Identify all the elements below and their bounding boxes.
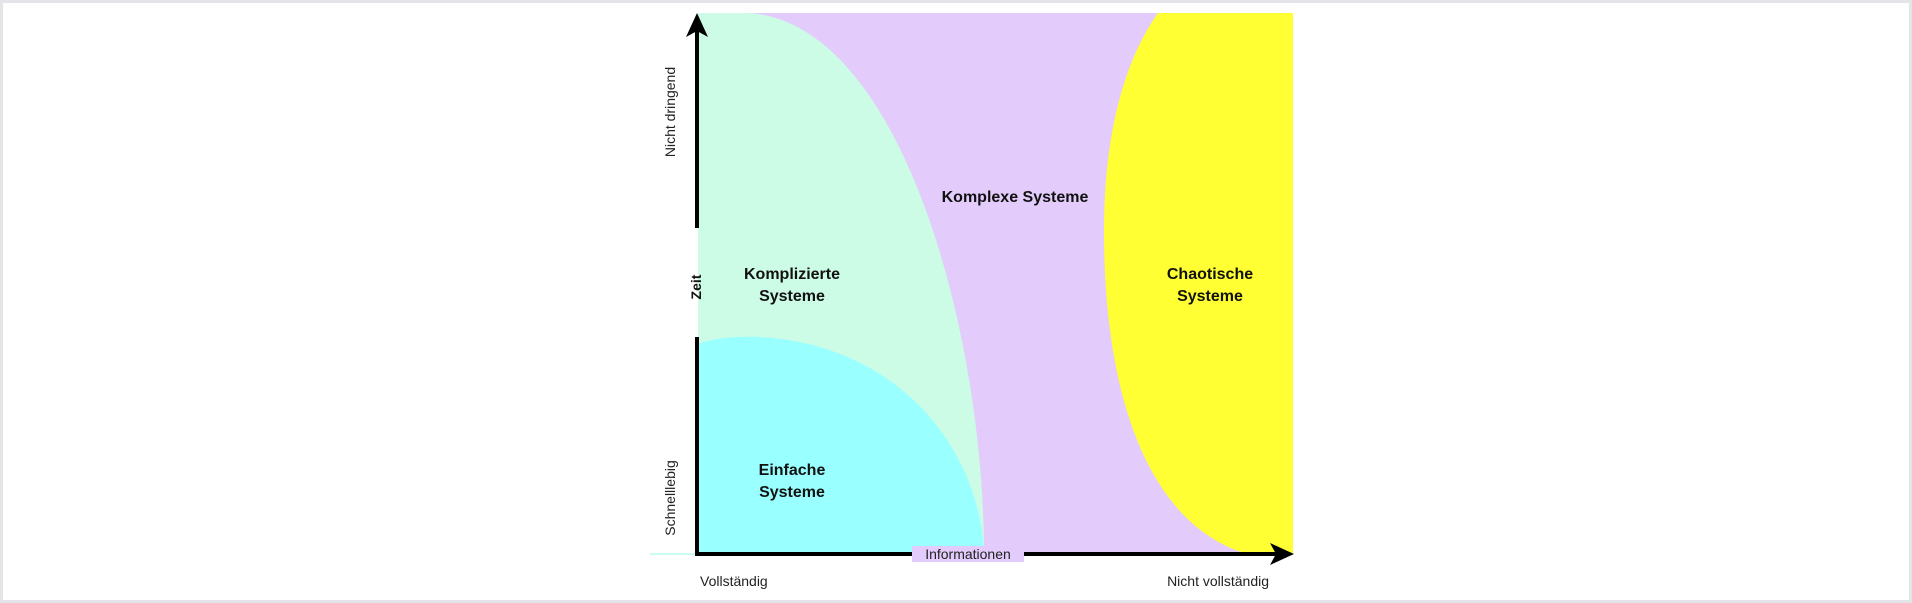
x-axis-title: Informationen <box>925 546 1011 562</box>
label-simple-2: Systeme <box>759 484 825 501</box>
x-axis-right-label: Nicht vollständig <box>1167 573 1269 589</box>
label-complex: Komplexe Systeme <box>942 189 1089 206</box>
label-chaotic-1: Chaotische <box>1167 266 1253 283</box>
x-axis-left-label: Vollständig <box>700 573 768 589</box>
y-axis-top-label: Nicht dringend <box>662 67 678 157</box>
y-axis-arrow-icon <box>686 13 708 37</box>
chaotic-region <box>1104 13 1293 554</box>
label-complicated-1: Komplizierte <box>744 266 840 283</box>
simple-region <box>698 336 984 554</box>
label-chaotic-2: Systeme <box>1177 288 1243 305</box>
y-axis-title: Zeit <box>688 274 704 299</box>
label-complicated-2: Systeme <box>759 288 825 305</box>
x-axis-title-bg <box>912 546 1024 562</box>
label-simple-1: Einfache <box>759 462 826 479</box>
x-axis-arrow-icon <box>1270 543 1294 565</box>
y-axis-bottom-label: Schnelllebig <box>662 460 678 536</box>
